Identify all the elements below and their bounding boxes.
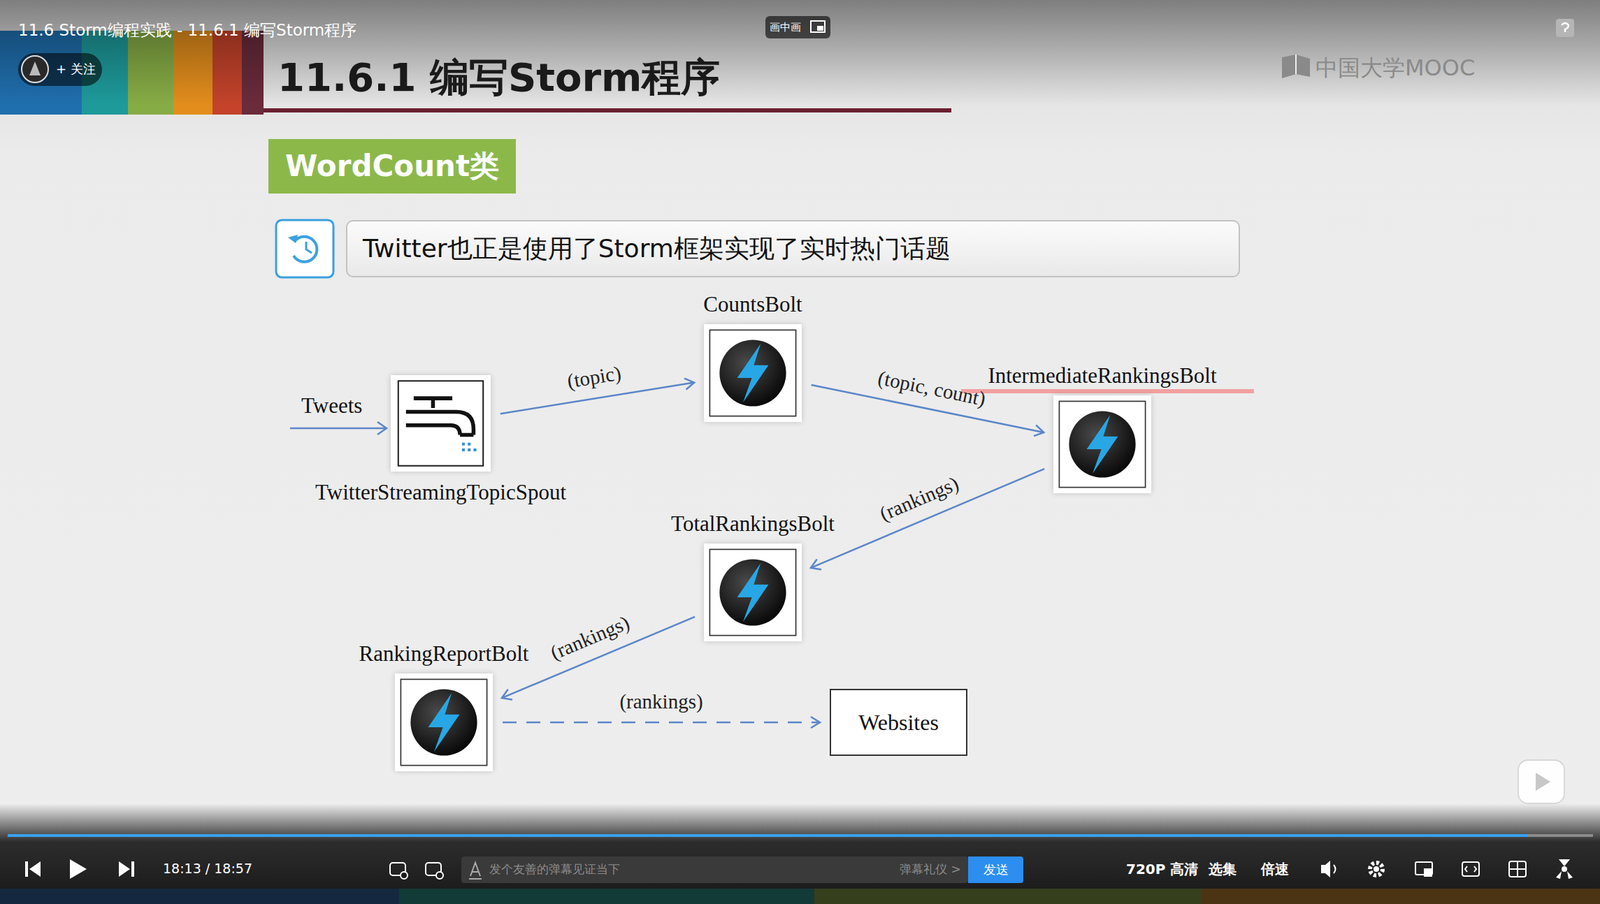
danmaku-etiquette: 弹幕礼仪 > <box>899 861 962 878</box>
node-heading: CountsBolt <box>703 292 802 318</box>
node-text: Twitter也正是使用了Storm框架实现了实时热门话题 <box>362 232 951 267</box>
danmaku-placeholder: 发个友善的弹幕见证当下 <box>489 861 621 878</box>
pip-button-text: 画中画 <box>769 20 802 35</box>
class-tag: WordCount类 <box>268 139 516 194</box>
node-text: 发送 <box>983 861 1009 879</box>
node-heading: TotalRankingsBolt <box>671 511 835 537</box>
quality-button: 720P 高清 <box>1126 860 1199 880</box>
send-button: 发送 <box>968 856 1024 884</box>
episodes-button: 选集 <box>1208 860 1237 880</box>
node-heading: TwitterStreamingTopicSpout <box>315 480 567 506</box>
node-heading: IntermediateRankingsBolt <box>987 363 1217 389</box>
edge-label: (rankings) <box>876 472 963 527</box>
flow-arrow <box>810 469 1045 569</box>
callout-box: Twitter也正是使用了Storm框架实现了实时热门话题 <box>346 220 1241 278</box>
time-display: 18:13 / 18:57 <box>162 861 253 877</box>
edge-label: (topic, count) <box>875 366 988 412</box>
platform-logo: 中国大学MOOC <box>1315 53 1475 84</box>
flow-arrow <box>502 722 820 725</box>
input-label: Tweets <box>301 393 363 419</box>
edge-label: (topic) <box>565 362 623 394</box>
video-title: 11.6 Storm编程实践 - 11.6.1 编写Storm程序 <box>18 19 357 42</box>
output-box: Websites <box>829 689 968 757</box>
slide-title: 11.6.1 编写Storm程序 <box>277 51 720 105</box>
bolt-node: CountsBolt <box>703 324 802 423</box>
node-text: WordCount类 <box>285 146 500 186</box>
node-heading: RankingReportBolt <box>359 641 530 667</box>
follow-button-text: + 关注 <box>55 60 96 78</box>
edge-label: (rankings) <box>619 690 703 714</box>
edge-label: (rankings) <box>547 611 634 666</box>
bolt-node: TotalRankingsBolt <box>703 543 802 642</box>
bolt-node: RankingReportBolt <box>394 673 493 772</box>
bolt-node: IntermediateRankingsBolt <box>1053 395 1152 494</box>
spout-node: TwitterStreamingTopicSpout <box>390 375 491 472</box>
speed-button: 倍速 <box>1260 860 1289 880</box>
node-text: Websites <box>858 710 939 737</box>
